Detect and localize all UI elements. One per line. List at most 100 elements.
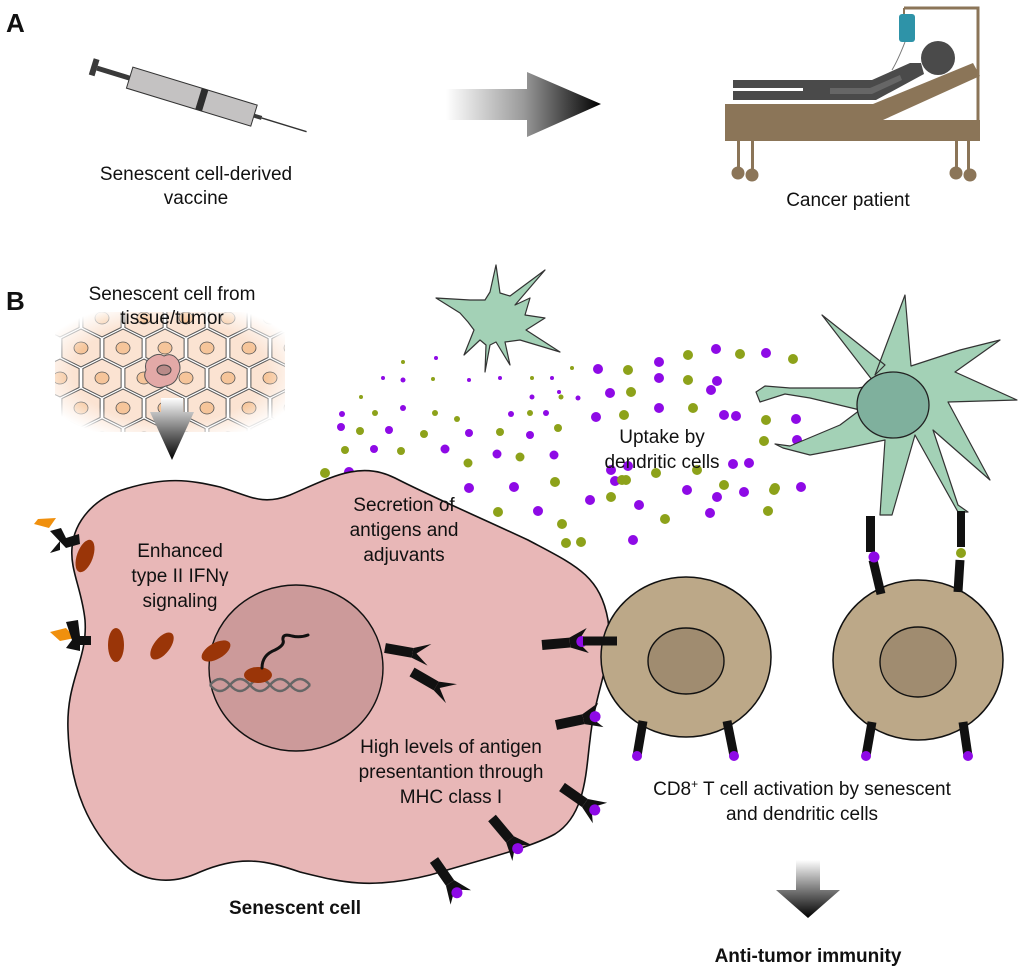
antigen-peptide (451, 887, 463, 899)
iv-bag-icon (899, 14, 915, 42)
patient-head (921, 41, 955, 75)
antigen-particle (705, 508, 715, 518)
antigen-particle (339, 411, 345, 417)
ifn-label-line1: Enhanced (137, 541, 223, 562)
antigen-particle (728, 459, 738, 469)
t-cell-receptor (632, 720, 648, 757)
antigen-particle (654, 357, 664, 367)
tissue-cell-nucleus (305, 432, 319, 444)
antigen-particle (761, 348, 771, 358)
mhc-antigen-complex (559, 782, 608, 824)
ifn-gamma-ligand (50, 628, 75, 641)
tissue-label-line2: tissue/tumor (120, 308, 224, 329)
antigen-particle (606, 465, 616, 475)
mhc-groove (445, 880, 472, 905)
adjuvant-particle (651, 468, 661, 478)
mhc-groove (506, 836, 532, 861)
adjuvant-particle (735, 349, 745, 359)
adjuvant-particle (576, 537, 586, 547)
mhc-stalk (429, 857, 455, 886)
t-cell-nucleus (647, 627, 725, 695)
antigen-particle (731, 411, 741, 421)
antigen-particle (543, 410, 549, 416)
antigen-particle (557, 390, 561, 394)
tissue-cell (293, 299, 331, 337)
antigen-particle (337, 423, 345, 431)
antigen-particle (634, 500, 644, 510)
adjuvant-particle (527, 410, 533, 416)
adjuvant-particle (320, 468, 330, 478)
t-cell-receptor (868, 558, 886, 596)
ifn-label-line3: signaling (143, 591, 218, 612)
tissue-cell (314, 329, 352, 367)
adjuvant-particle (692, 465, 702, 475)
tissue-cell-nucleus (99, 431, 105, 432)
antigen-particle (434, 356, 438, 360)
adjuvant-particle (359, 395, 363, 399)
t-cell-left (600, 576, 772, 738)
secretion-label-line1: Secretion of (353, 495, 455, 516)
dendritic-receptor (957, 511, 965, 547)
secretion-label-line3: adjuvants (363, 545, 444, 566)
antigen-particle (605, 388, 615, 398)
adjuvant-particle (431, 377, 435, 381)
arrow-down-icon (776, 860, 840, 918)
senescent-nucleus (208, 584, 384, 752)
t-cell-receptor (861, 721, 877, 757)
tissue-label-line1: Senescent cell from (89, 284, 256, 305)
antigen-particle (381, 376, 385, 380)
antigen-particle (791, 414, 801, 424)
vaccine-label-line2: vaccine (164, 188, 228, 209)
adjuvant-particle (683, 350, 693, 360)
adjuvant-particle (956, 548, 966, 558)
cd8-label-line2: and dendritic cells (726, 804, 878, 825)
transcription-factor (244, 667, 272, 683)
adjuvant-particle (770, 483, 780, 493)
t-cell-nucleus (879, 626, 957, 698)
adjuvant-particle (617, 475, 627, 485)
vaccine-label-line1: Senescent cell-derived (100, 164, 292, 185)
antigen-peptide (729, 751, 739, 761)
secreted-particles (320, 344, 806, 548)
adjuvant-particle (683, 375, 693, 385)
ifn-gamma-ligand (34, 518, 56, 528)
adjuvant-particle (493, 507, 503, 517)
antigen-particle (440, 444, 450, 454)
adjuvant-particle (558, 394, 564, 400)
antigen-particle (682, 485, 692, 495)
antigen-peptide (868, 551, 880, 563)
mhc-stalk (488, 814, 514, 843)
antigen-particle (585, 495, 595, 505)
dendritic-nucleus-large (856, 371, 930, 439)
adjuvant-particle (761, 415, 771, 425)
antigen-particle (628, 535, 638, 545)
dendritic-receptor (866, 516, 875, 552)
antigen-particle (712, 492, 722, 502)
mhc-antigen-complex (429, 857, 472, 905)
tissue-cell (293, 359, 331, 397)
panel-a-letter: A (6, 8, 25, 38)
adjuvant-particle (550, 477, 560, 487)
tissue-cell-nucleus (267, 431, 273, 432)
antigen-particle (508, 411, 514, 417)
t-cell-right (832, 579, 1004, 741)
antigen-particle (654, 403, 664, 413)
ifn-receptor-icon (34, 518, 80, 553)
adjuvant-particle (496, 428, 504, 436)
t-cell-receptor (953, 559, 965, 593)
antigen-peptide (589, 804, 601, 816)
tissue-cell-nucleus (57, 431, 63, 432)
tissue-cell-nucleus (141, 431, 147, 432)
adjuvant-particle (515, 452, 525, 462)
adjuvant-particle (623, 365, 633, 375)
antigen-particle (623, 461, 633, 471)
antigen-particle (464, 483, 474, 493)
tissue-cell (314, 389, 352, 427)
adjuvant-particle (626, 387, 636, 397)
mhc-class-i-molecules (429, 628, 608, 905)
antigen-peptide (632, 751, 642, 761)
antigen-particle (509, 482, 519, 492)
antigen-particle (465, 429, 473, 437)
ifn-label-line2: type II IFNγ (131, 566, 229, 587)
